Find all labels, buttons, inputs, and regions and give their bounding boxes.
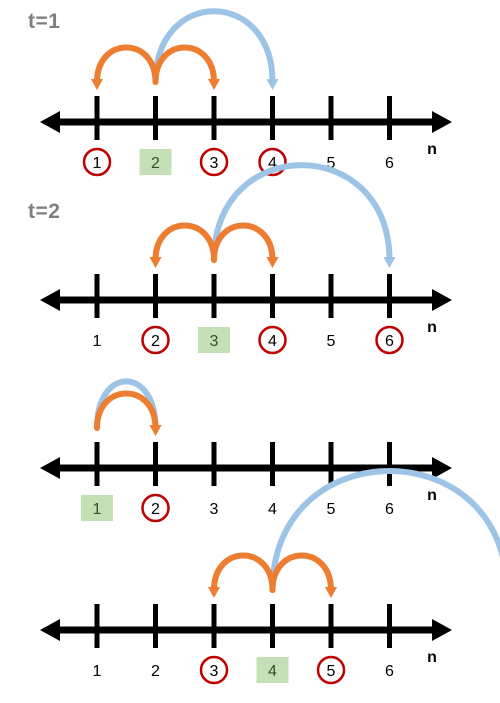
step-title-t2: t=2	[28, 200, 61, 223]
blue-jump-arrow	[211, 162, 393, 263]
axis-arrow-left	[40, 619, 60, 641]
blue-jump-arrow-head	[266, 79, 279, 90]
tick-label-5: 5	[327, 663, 336, 680]
axis-label-n: n	[427, 141, 437, 158]
tick-label-5: 5	[327, 155, 336, 172]
orange-jump-arrow-4-head	[266, 257, 279, 268]
axis-arrow-left	[40, 457, 60, 479]
tick-label-4: 4	[268, 333, 277, 350]
tick-label-3: 3	[210, 663, 219, 680]
number-line-3: 1 2 3 4 5 6 n	[40, 378, 452, 523]
orange-jump-arrow-3	[211, 552, 276, 593]
orange-jump-arrow-2	[94, 390, 159, 431]
tick-label-3: 3	[210, 501, 219, 518]
tick-label-2: 2	[151, 333, 160, 350]
orange-jump-arrow-5	[269, 552, 334, 593]
tick-label-3: 3	[210, 155, 219, 172]
step-title-t1: t=1	[28, 10, 61, 33]
circle-marker-3	[199, 655, 229, 685]
axis-arrow-left	[40, 111, 60, 133]
orange-jump-arrow-3	[152, 44, 217, 85]
tick-label-2: 2	[151, 663, 160, 680]
number-line-2: 1 2 3 4 5 6 n	[40, 162, 452, 355]
circle-marker-4	[258, 325, 287, 355]
orange-jump-arrow-2	[152, 222, 217, 263]
axis-arrow-right	[432, 619, 452, 641]
circle-marker-4	[258, 147, 287, 177]
axis-arrow-right	[432, 457, 452, 479]
orange-jump-arrow-3-head	[207, 79, 221, 90]
tick-label-1: 1	[93, 663, 102, 680]
number-line-1: 1 2 3 4 5 6 n	[40, 8, 452, 177]
tick-label-1: 1	[93, 501, 102, 518]
axis-label-n: n	[427, 487, 437, 504]
circle-marker-5	[316, 655, 346, 685]
orange-jump-arrow-3-head	[207, 587, 221, 598]
axis-label-n: n	[427, 319, 437, 336]
circle-marker-1	[82, 147, 112, 177]
orange-jump-arrow-5-head	[324, 587, 338, 598]
tick-label-4: 4	[268, 155, 277, 172]
tick-label-3: 3	[210, 333, 219, 350]
current-highlight	[139, 149, 172, 175]
orange-jump-arrow-4	[211, 222, 276, 263]
tick-label-6: 6	[385, 155, 394, 172]
tick-label-5: 5	[327, 333, 336, 350]
tick-label-6: 6	[385, 501, 394, 518]
orange-jump-arrow-2-head	[149, 425, 162, 436]
tick-label-6: 6	[385, 663, 394, 680]
blue-jump-arrow-head	[383, 257, 396, 268]
tick-label-2: 2	[151, 155, 160, 172]
circle-marker-6	[375, 325, 404, 355]
tick-label-1: 1	[93, 333, 102, 350]
blue-jump-arrow	[152, 8, 276, 85]
axis-label-n: n	[427, 649, 437, 666]
axis-arrow-left	[40, 289, 60, 311]
orange-jump-arrow-1-head	[90, 79, 104, 90]
current-highlight	[81, 495, 113, 521]
tick-label-4: 4	[268, 501, 277, 518]
circle-marker-2	[141, 493, 170, 523]
orange-jump-arrow-2-head	[149, 257, 162, 268]
axis-arrow-right	[432, 289, 452, 311]
tick-label-4: 4	[268, 663, 277, 680]
orange-jump-arrow-1	[94, 44, 159, 85]
tick-label-2: 2	[151, 501, 160, 518]
tick-label-5: 5	[327, 501, 336, 518]
circle-marker-3	[199, 147, 229, 177]
tick-label-1: 1	[93, 155, 102, 172]
tick-label-6: 6	[385, 333, 394, 350]
axis-arrow-right	[432, 111, 452, 133]
blue-jump-arrow	[269, 467, 500, 593]
circle-marker-2	[141, 325, 170, 355]
current-highlight	[198, 327, 230, 353]
number-line-4: 1 2 3 4 5 6 n	[40, 467, 500, 685]
current-highlight	[256, 657, 289, 683]
